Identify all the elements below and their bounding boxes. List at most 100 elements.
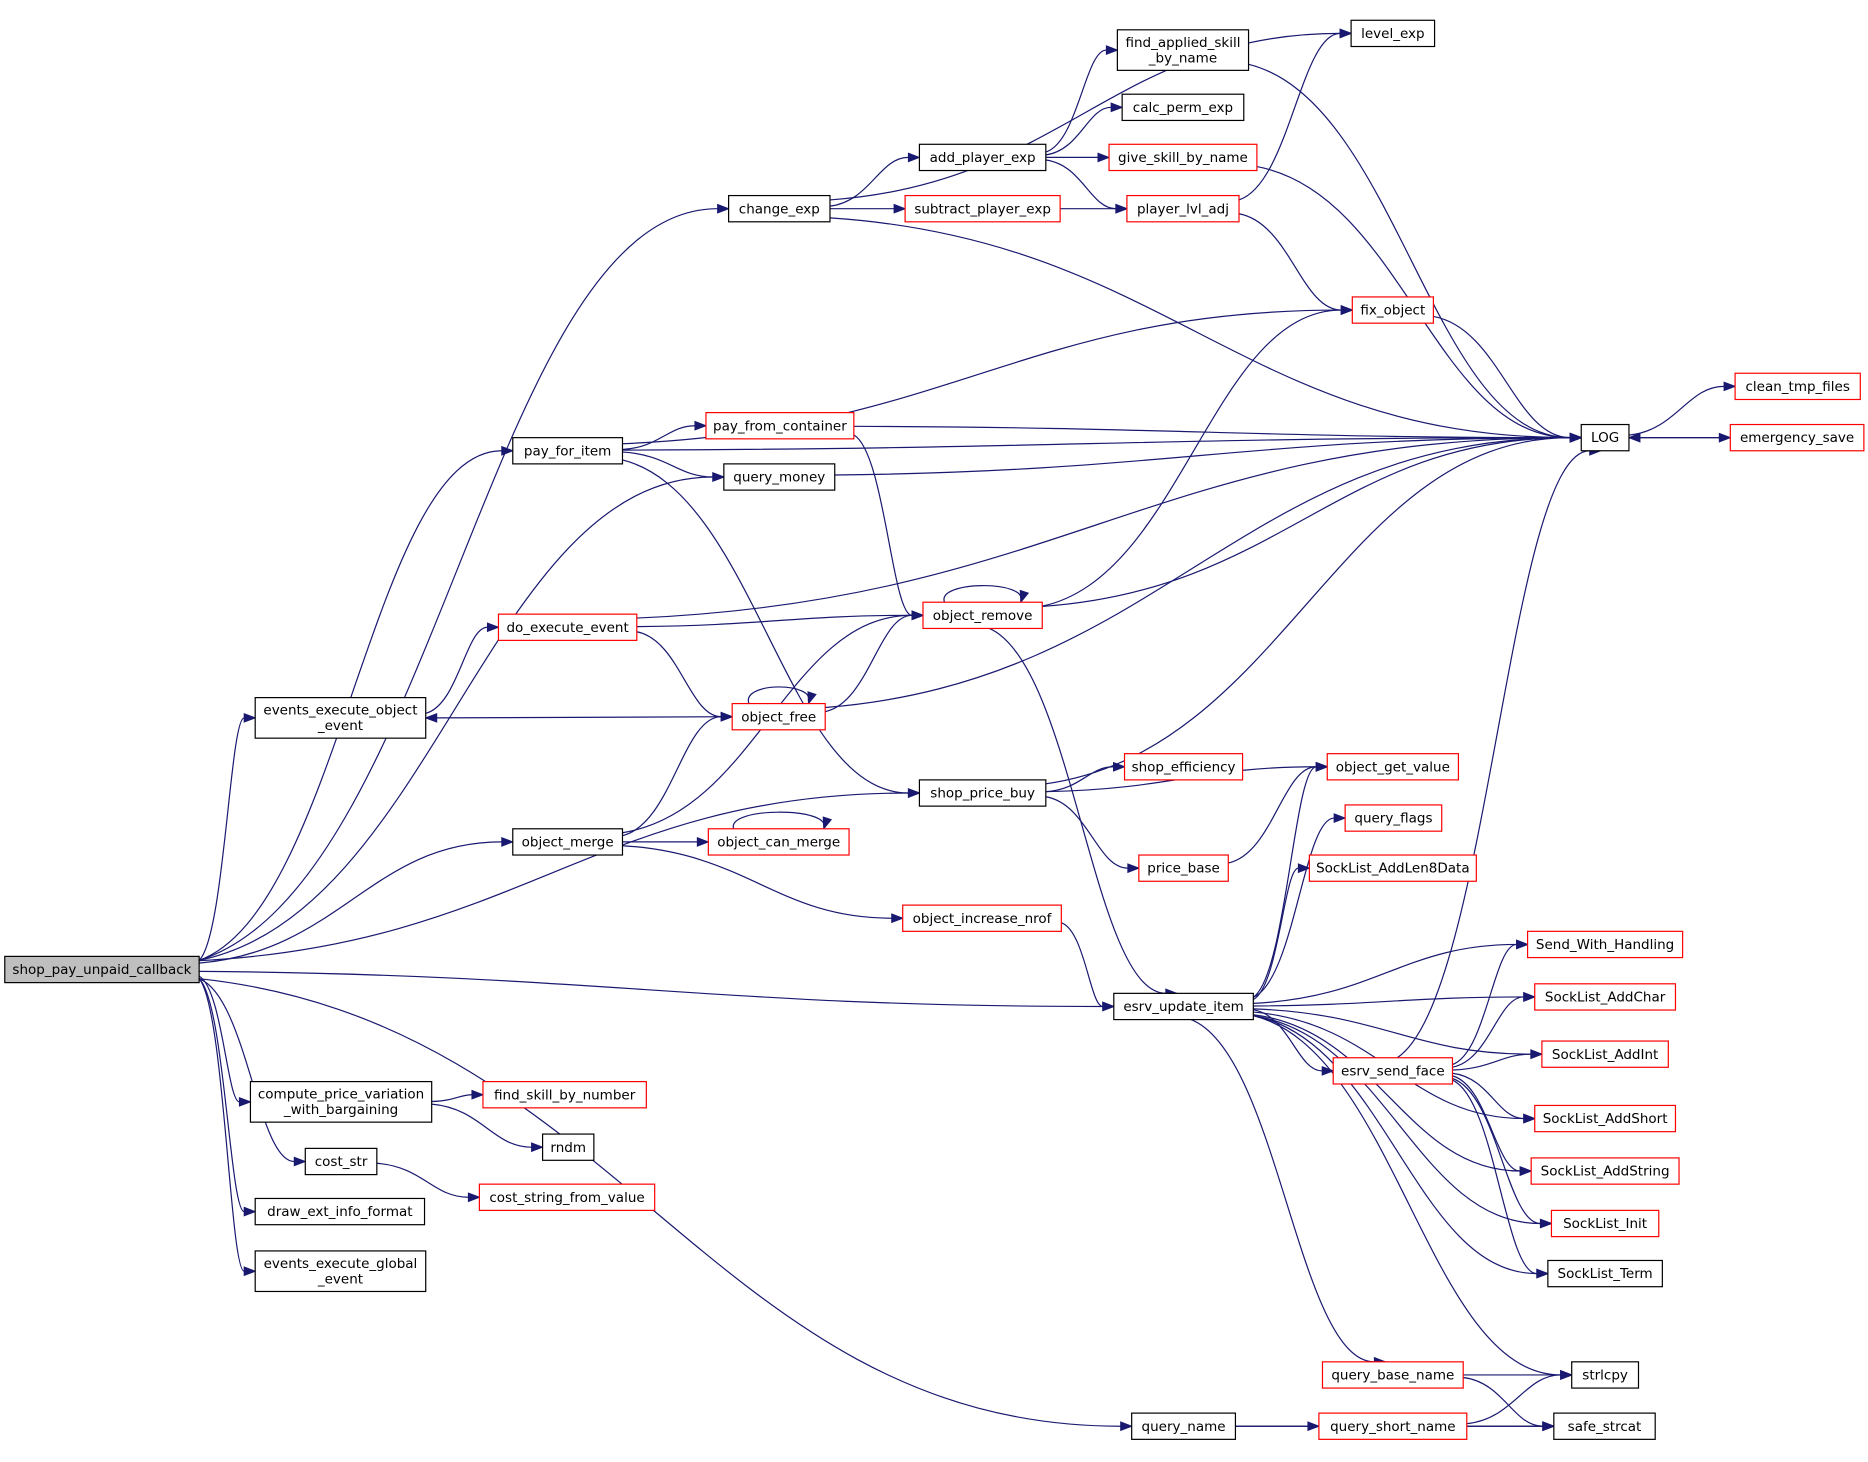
node-do-execute-event[interactable]: do_execute_event	[497, 613, 638, 641]
node-esrv-send-face[interactable]: esrv_send_face	[1332, 1057, 1454, 1085]
node-rndm[interactable]: rndm	[541, 1133, 595, 1161]
node-box	[707, 828, 850, 856]
node-shop-efficiency[interactable]: shop_efficiency	[1123, 753, 1244, 781]
node-query-money[interactable]: query_money	[723, 463, 836, 491]
edge-query-short-name-to-safe-strcat	[1466, 1421, 1556, 1432]
node-object-increase-nrof[interactable]: object_increase_nrof	[902, 904, 1062, 932]
node-events-execute-global-event[interactable]: events_execute_global_event	[254, 1250, 427, 1293]
node-send-with-handling[interactable]: Send_With_Handling	[1526, 930, 1684, 959]
node-pay-for-item[interactable]: pay_for_item	[512, 437, 624, 465]
node-object-merge[interactable]: object_merge	[512, 828, 624, 856]
node-object-free[interactable]: object_free	[731, 702, 826, 731]
edge-player-lvl-adj-to-fix-object	[1238, 213, 1354, 315]
node-find-applied-skill-by-name[interactable]: find_applied_skill_by_name	[1116, 29, 1250, 71]
edge-change-exp-to-log	[829, 217, 1583, 443]
node-level-exp[interactable]: level_exp	[1350, 19, 1436, 48]
node-clean-tmp-files[interactable]: clean_tmp_files	[1734, 372, 1861, 401]
edge-object-free-to-object-remove	[825, 610, 925, 713]
edge-arrowhead	[807, 691, 817, 705]
node-socklist-addstring[interactable]: SockList_AddString	[1530, 1157, 1680, 1185]
edge-pay-from-container-to-log	[853, 425, 1583, 443]
edge-pay-for-item-to-pay-from-container	[622, 420, 708, 451]
node-change-exp[interactable]: change_exp	[728, 194, 831, 223]
edge-arrowhead	[1516, 939, 1529, 950]
edge-arrowhead	[1542, 1421, 1556, 1432]
edge-line	[622, 459, 909, 794]
node-query-base-name[interactable]: query_base_name	[1321, 1361, 1464, 1389]
edge-line	[636, 614, 912, 628]
edge-shop-pay-unpaid-callback-to-object-merge	[199, 836, 515, 964]
edge-query-money-to-log	[834, 432, 1583, 476]
edge-line	[1452, 1053, 1531, 1071]
edge-cost-str-to-cost-string-from-value	[376, 1162, 481, 1203]
node-socklist-addlen8data[interactable]: SockList_AddLen8Data	[1308, 854, 1477, 882]
node-box	[1729, 423, 1865, 452]
edge-arrowhead	[243, 712, 257, 723]
edge-subtract-player-exp-to-player-lvl-adj	[1060, 203, 1129, 214]
node-strlcpy[interactable]: strlcpy	[1571, 1361, 1640, 1389]
node-label: strlcpy	[1582, 1368, 1628, 1384]
edge-line	[825, 614, 913, 713]
node-socklist-addchar[interactable]: SockList_AddChar	[1534, 983, 1677, 1011]
node-label: query_base_name	[1331, 1368, 1454, 1384]
node-cost-str[interactable]: cost_str	[304, 1147, 378, 1176]
node-box	[705, 412, 855, 440]
node-compute-price-variation-with-bargaining[interactable]: compute_price_variation_with_bargaining	[249, 1080, 433, 1123]
node-label: level_exp	[1361, 26, 1424, 42]
node-give-skill-by-name[interactable]: give_skill_by_name	[1108, 143, 1258, 172]
node-label: price_base	[1147, 861, 1220, 877]
edge-line	[1253, 1015, 1537, 1275]
node-calc-perm-exp[interactable]: calc_perm_exp	[1121, 93, 1245, 122]
node-pay-from-container[interactable]: pay_from_container	[705, 412, 855, 440]
node-subtract-player-exp[interactable]: subtract_player_exp	[904, 194, 1061, 223]
edge-esrv-send-face-to-socklist-addchar	[1452, 992, 1537, 1068]
node-box	[1121, 93, 1245, 122]
node-add-player-exp[interactable]: add_player_exp	[918, 143, 1047, 172]
node-object-can-merge[interactable]: object_can_merge	[707, 828, 850, 856]
node-draw-ext-info-format[interactable]: draw_ext_info_format	[254, 1197, 426, 1226]
node-box	[254, 1250, 427, 1293]
edge-line	[989, 627, 1166, 994]
node-player-lvl-adj[interactable]: player_lvl_adj	[1126, 194, 1240, 223]
node-cost-string-from-value[interactable]: cost_string_from_value	[478, 1183, 656, 1211]
edge-arrowhead	[694, 420, 708, 431]
node-label: find_applied_skill	[1125, 35, 1240, 51]
node-box	[1332, 1057, 1454, 1085]
node-query-short-name[interactable]: query_short_name	[1318, 1412, 1468, 1440]
edge-arrowhead	[1333, 813, 1347, 823]
edge-line	[1045, 766, 1114, 793]
edge-add-player-exp-to-find-applied-skill-by-name	[1045, 45, 1119, 153]
node-query-flags[interactable]: query_flags	[1344, 804, 1443, 832]
node-emergency-save[interactable]: emergency_save	[1729, 423, 1865, 452]
node-log[interactable]: LOG	[1580, 423, 1630, 452]
node-events-execute-object-event[interactable]: events_execute_object_event	[254, 697, 427, 739]
node-shop-price-buy[interactable]: shop_price_buy	[918, 779, 1047, 807]
edge-line	[1253, 996, 1524, 1007]
node-socklist-init[interactable]: SockList_Init	[1550, 1209, 1660, 1238]
edge-shop-pay-unpaid-callback-to-events-execute-object-event	[198, 712, 257, 961]
edge-arrowhead	[1536, 1268, 1550, 1279]
edge-line	[198, 978, 245, 1272]
edge-line	[825, 437, 1571, 709]
node-esrv-update-item[interactable]: esrv_update_item	[1113, 992, 1254, 1021]
node-label: SockList_AddString	[1541, 1164, 1670, 1180]
edge-esrv-send-face-to-socklist-addstring	[1452, 1075, 1533, 1176]
node-object-remove[interactable]: object_remove	[922, 601, 1043, 630]
edge-shop-pay-unpaid-callback-to-draw-ext-info-format	[198, 978, 257, 1217]
node-box	[1126, 194, 1240, 223]
node-box	[904, 194, 1061, 223]
edge-player-lvl-adj-to-level-exp	[1238, 28, 1353, 201]
node-label: shop_pay_unpaid_callback	[12, 962, 191, 978]
node-socklist-addshort[interactable]: SockList_AddShort	[1534, 1104, 1677, 1133]
node-object-get-value[interactable]: object_get_value	[1326, 753, 1460, 781]
edge-arrowhead	[1097, 152, 1111, 163]
node-query-name[interactable]: query_name	[1131, 1412, 1237, 1440]
node-price-base[interactable]: price_base	[1138, 854, 1229, 882]
node-fix-object[interactable]: fix_object	[1351, 296, 1434, 324]
node-socklist-term[interactable]: SockList_Term	[1547, 1259, 1663, 1288]
node-safe-strcat[interactable]: safe_strcat	[1553, 1412, 1656, 1440]
edge-object-remove-to-esrv-update-item	[989, 627, 1179, 999]
node-find-skill-by-number[interactable]: find_skill_by_number	[482, 1080, 647, 1109]
node-socklist-addint[interactable]: SockList_AddInt	[1541, 1040, 1669, 1068]
node-shop-pay-unpaid-callback[interactable]: shop_pay_unpaid_callback	[4, 955, 200, 984]
